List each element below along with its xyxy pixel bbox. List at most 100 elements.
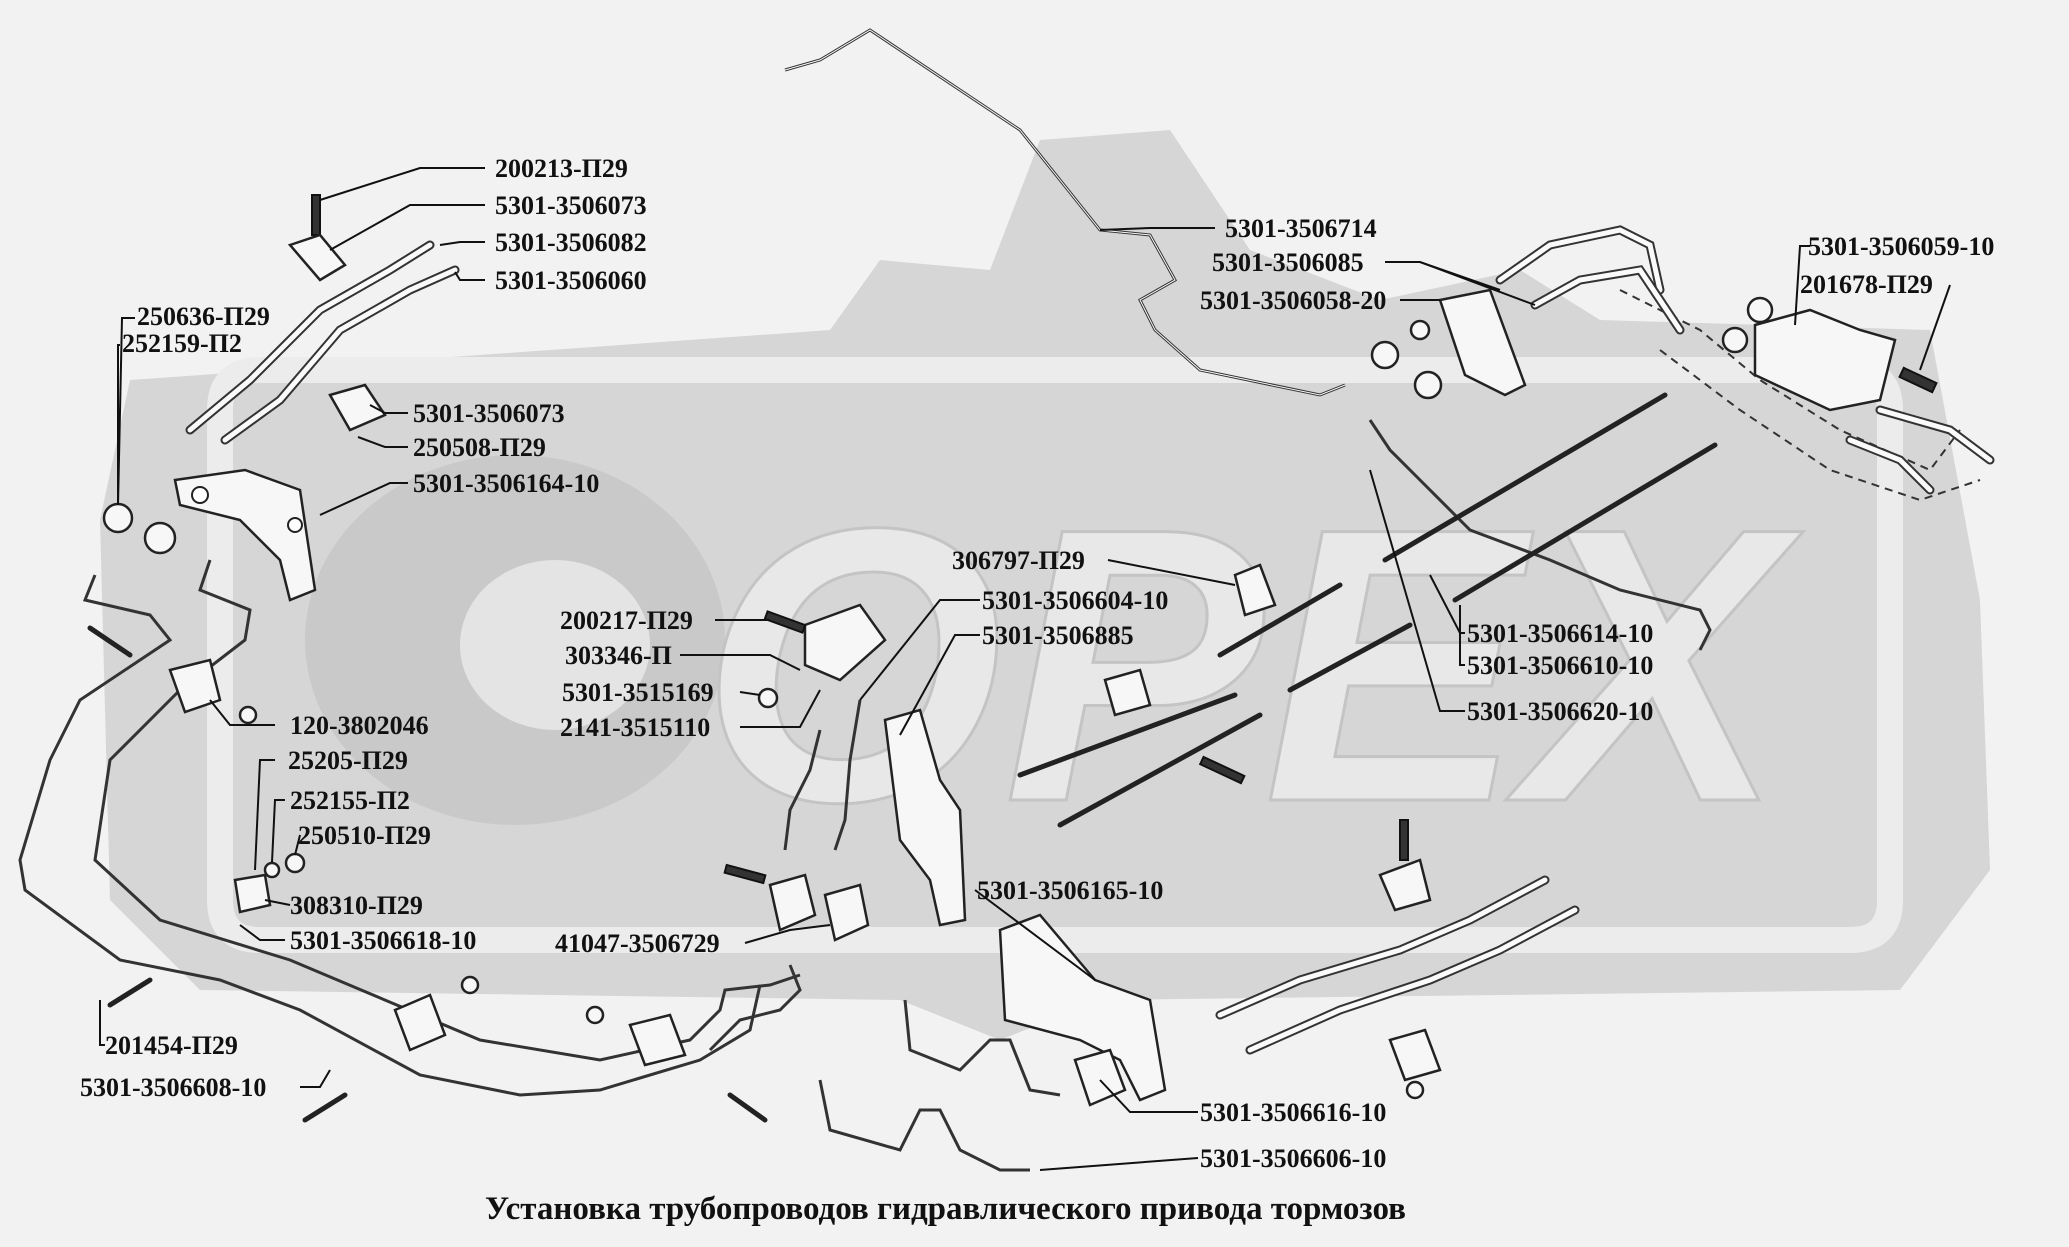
label-200217-p29: 200217-П29 bbox=[560, 606, 693, 635]
label-5301-3506608-10: 5301-3506608-10 bbox=[80, 1073, 266, 1102]
leader-201454-p29 bbox=[99, 1000, 105, 1046]
label-120-3802046: 120-3802046 bbox=[290, 711, 429, 740]
block-41047-3506729-a bbox=[768, 873, 817, 932]
bolt-200213-p29 bbox=[311, 194, 321, 236]
label-5301-3506606-10: 5301-3506606-10 bbox=[1200, 1144, 1386, 1173]
label-5301-3506885: 5301-3506885 bbox=[982, 621, 1134, 650]
label-41047-3506729: 41047-3506729 bbox=[555, 929, 720, 958]
nut-bottom-b bbox=[460, 975, 480, 995]
leader-5301-3506610-10 bbox=[1459, 605, 1465, 666]
nut-25205 bbox=[238, 705, 258, 725]
clip-5301-3506073-top bbox=[287, 233, 347, 282]
nut-top-right-a bbox=[1370, 340, 1400, 370]
watermark-circle-hole bbox=[460, 560, 650, 730]
leader-5301-3506620-10 bbox=[1369, 469, 1465, 712]
bracket-hole-b bbox=[287, 517, 303, 533]
tube-5301-3506714-inner bbox=[784, 29, 1346, 396]
label-5301-3506714: 5301-3506714 bbox=[1225, 214, 1377, 243]
label-250510-p29: 250510-П29 bbox=[298, 821, 431, 850]
block-41047-3506729-b bbox=[823, 883, 870, 942]
steel-lines bbox=[1017, 392, 1718, 828]
line-center-2 bbox=[1017, 692, 1238, 778]
bolt-200217-p29 bbox=[763, 610, 807, 634]
nut-bottom-right bbox=[1405, 1080, 1425, 1100]
nut-bottom-a bbox=[585, 1005, 605, 1025]
label-201678-p29: 201678-П29 bbox=[1800, 270, 1933, 299]
nut-top-right-c bbox=[1409, 319, 1431, 341]
tube-5301-3506616-10 bbox=[903, 999, 1061, 1097]
bolt-201678-p29 bbox=[1898, 366, 1938, 394]
clip-5301-3506073-mid bbox=[328, 383, 387, 432]
leader-5301-3506059-10 bbox=[1794, 245, 1810, 326]
brake-tubes bbox=[18, 28, 1981, 1172]
nut-250636-p29 bbox=[102, 502, 134, 534]
components bbox=[87, 194, 1938, 1123]
leader-25205-p29 bbox=[254, 759, 275, 871]
clip-bottom-2 bbox=[628, 1013, 687, 1067]
hose-right-b-core bbox=[1847, 437, 1933, 493]
washer-5301-3515169 bbox=[757, 687, 779, 709]
leader-5301-3506616-10 bbox=[1099, 1079, 1198, 1113]
leader-5301-3506608-10 bbox=[300, 1069, 331, 1088]
label-5301-3506604-10: 5301-3506604-10 bbox=[982, 586, 1168, 615]
leader-5301-3506606-10 bbox=[1039, 1157, 1199, 1171]
label-250508-p29: 250508-П29 bbox=[413, 433, 546, 462]
leader-5301-3506060 bbox=[454, 271, 485, 281]
label-5301-3506060: 5301-3506060 bbox=[495, 266, 647, 295]
leader-120-3802046 bbox=[209, 699, 275, 726]
label-5301-3506165-10: 5301-3506165-10 bbox=[977, 876, 1163, 905]
bracket-5301-3506165-10 bbox=[998, 913, 1167, 1102]
label-250636-p29: 250636-П29 bbox=[137, 302, 270, 331]
tee-5301-3506059-10 bbox=[1753, 308, 1897, 412]
label-5301-3506085: 5301-3506085 bbox=[1212, 248, 1364, 277]
leader-5301-3506165-10 bbox=[974, 889, 1096, 981]
leader-5301-3506073-a bbox=[329, 204, 485, 251]
clip-bottom-right-top bbox=[1378, 858, 1432, 912]
splitter-5301-3506616 bbox=[1073, 1048, 1127, 1107]
hose-5301-3506085-core bbox=[1497, 227, 1663, 293]
diagram-caption: Установка трубопроводов гидравлического … bbox=[485, 1191, 1406, 1227]
label-2141-3515110: 2141-3515110 bbox=[560, 713, 710, 742]
part-labels: 200213-П29 5301-3506073 5301-3506082 530… bbox=[80, 154, 1994, 1173]
label-303346-p: 303346-П bbox=[565, 641, 672, 670]
leader-5301-3506164-10 bbox=[319, 482, 408, 516]
leader-306797-p29 bbox=[1107, 559, 1236, 586]
leader-5301-3506604-10 bbox=[859, 599, 980, 701]
flange-plate-5301-3506058 bbox=[1438, 288, 1527, 397]
bracket-5301-3506164-10 bbox=[173, 468, 317, 602]
tube-right-lower-dashed bbox=[1619, 289, 1961, 472]
leader-5301-3506618-10 bbox=[239, 924, 285, 941]
bolt-center-right bbox=[1198, 755, 1246, 785]
flexible-hoses bbox=[185, 225, 1995, 1055]
leader-5301-3506082 bbox=[439, 241, 485, 246]
bolt-bottom-right-top bbox=[1399, 819, 1409, 861]
nut-201678-p29-b bbox=[1721, 326, 1749, 354]
leader-5301-3506714 bbox=[1099, 227, 1215, 231]
leader-5301-3515169 bbox=[739, 691, 761, 696]
clip-308310-p29 bbox=[233, 873, 272, 914]
label-252155-p2: 252155-П2 bbox=[290, 786, 410, 815]
line-306797 bbox=[1217, 582, 1343, 658]
washer-252159-p2 bbox=[143, 521, 177, 555]
leader-200213-p29 bbox=[319, 167, 485, 201]
nut-201678-p29-a bbox=[1746, 296, 1774, 324]
watermark: OPEX bbox=[100, 130, 1990, 1040]
line-center-1 bbox=[1287, 622, 1413, 693]
nut-250510 bbox=[284, 852, 306, 874]
hose-bottom-right-b-core bbox=[1247, 907, 1578, 1053]
leader-2141-3515110 bbox=[740, 689, 821, 728]
tube-center-604 bbox=[833, 699, 862, 851]
watermark-text: OPEX bbox=[700, 447, 1804, 883]
leader-5301-3506073-b bbox=[369, 404, 408, 414]
tube-right-lower-dashed-2 bbox=[1659, 349, 1981, 502]
clip-bottom-1 bbox=[393, 993, 447, 1052]
hose-5301-3506058-20-core bbox=[1532, 267, 1683, 333]
hose-5301-3506082-core bbox=[187, 242, 433, 433]
tube-left-long bbox=[18, 574, 762, 1097]
clip-bottom-right-bottom bbox=[1388, 1028, 1442, 1082]
leader-5301-3506085-b bbox=[1419, 261, 1536, 306]
line-5301-3506610-10 bbox=[1452, 442, 1718, 603]
leader-250510-p29 bbox=[294, 834, 301, 856]
leader-303346-p bbox=[680, 654, 801, 671]
